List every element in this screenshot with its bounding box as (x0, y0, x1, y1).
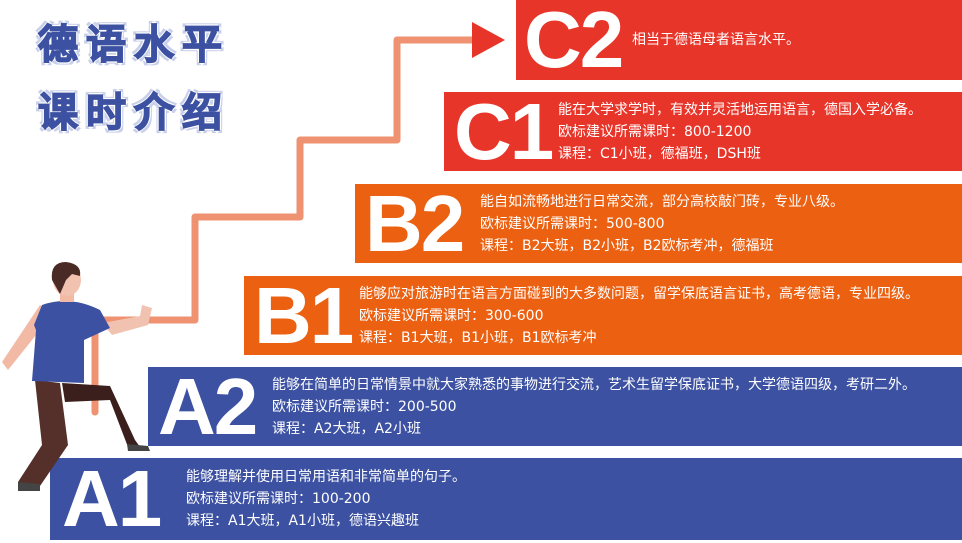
level-courses: 课程：C1小班，德福班，DSH班 (558, 145, 761, 162)
level-a2: A2 能够在简单的日常情景中就大家熟悉的事物进行交流，艺术生留学保底证书，大学德… (148, 361, 962, 451)
level-code: B2 (365, 178, 465, 268)
level-hours: 欧标建议所需课时：800-1200 (558, 123, 752, 140)
level-code: C2 (524, 0, 624, 84)
level-courses: 课程：B2大班，B2小班，B2欧标考冲，德福班 (480, 237, 774, 254)
level-hours: 欧标建议所需课时：100-200 (186, 491, 371, 507)
level-courses: 课程：A2大班，A2小班 (272, 420, 421, 437)
level-desc: 能够在简单的日常情景中就大家熟悉的事物进行交流，艺术生留学保底证书，大学德语四级… (272, 376, 916, 393)
level-hours: 欧标建议所需课时：300-600 (359, 307, 544, 324)
arrow-head (472, 22, 505, 58)
level-c1: C1 能在大学求学时，有效并灵活地运用语言，德国入学必备。 欧标建议所需课时：8… (444, 86, 962, 176)
level-desc: 能在大学求学时，有效并灵活地运用语言，德国入学必备。 (558, 101, 922, 118)
climbing-person-illustration (2, 262, 152, 491)
title-line-1: 德语水平 (37, 21, 230, 69)
level-hours: 欧标建议所需课时：500-800 (480, 215, 665, 232)
level-code: B1 (254, 270, 354, 360)
level-code: A2 (158, 361, 258, 451)
level-b2: B2 能自如流畅地进行日常交流，部分高校敲门砖，专业八级。 欧标建议所需课时：5… (355, 178, 962, 268)
level-hours: 欧标建议所需课时：200-500 (272, 398, 457, 415)
level-a1: A1 能够理解并使用日常用语和非常简单的句子。 欧标建议所需课时：100-200… (50, 458, 962, 540)
level-desc: 能够应对旅游时在语言方面碰到的大多数问题，留学保底语言证书，高考德语，专业四级。 (359, 285, 919, 302)
level-desc: 相当于德语母者语言水平。 (632, 32, 800, 48)
level-desc: 能够理解并使用日常用语和非常简单的句子。 (186, 469, 466, 485)
level-code: A1 (62, 454, 162, 543)
title-line-2: 课时介绍 (37, 89, 230, 137)
level-desc: 能自如流畅地进行日常交流，部分高校敲门砖，专业八级。 (480, 193, 844, 210)
level-courses: 课程：B1大班，B1小班，B1欧标考冲 (359, 329, 597, 346)
level-courses: 课程：A1大班，A1小班，德语兴趣班 (186, 513, 419, 529)
level-c2: C2 相当于德语母者语言水平。 (516, 0, 962, 80)
level-code: C1 (454, 86, 554, 176)
level-b1: B1 能够应对旅游时在语言方面碰到的大多数问题，留学保底语言证书，高考德语，专业… (244, 270, 962, 360)
